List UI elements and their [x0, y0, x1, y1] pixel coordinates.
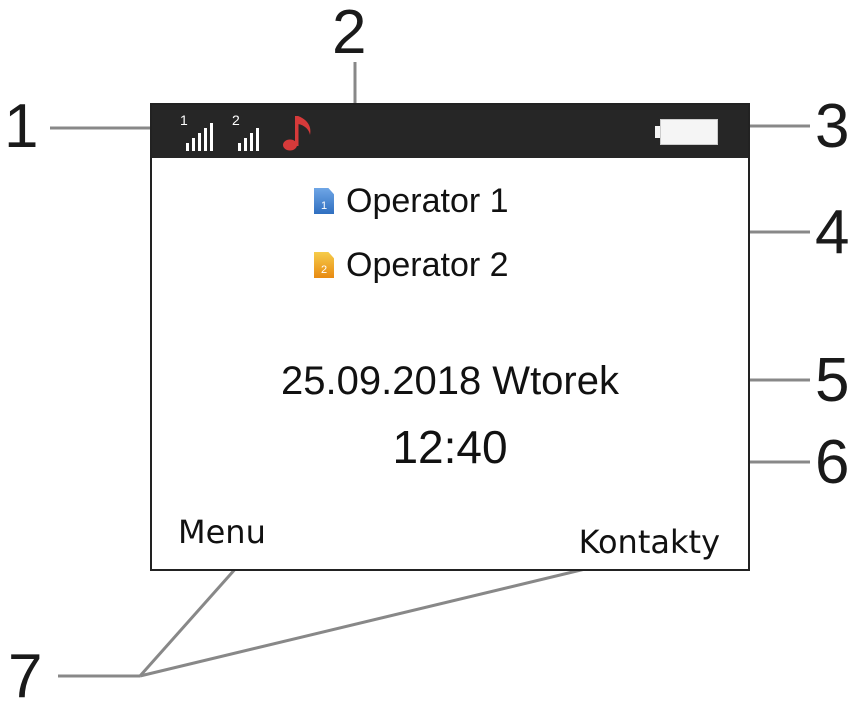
sim1-signal-icon: 1 [180, 113, 224, 151]
battery-icon [660, 119, 718, 145]
softkey-contacts[interactable]: Kontakty [578, 523, 720, 561]
callout-number-3: 3 [815, 92, 850, 161]
operator-1-label: Operator 1 [346, 182, 509, 220]
sim1-signal-index: 1 [180, 112, 188, 128]
callout-number-6: 6 [815, 428, 850, 497]
status-bar: 1 2 [152, 105, 748, 158]
callout-number-5: 5 [815, 346, 850, 415]
callout-number-4: 4 [815, 198, 850, 267]
callout-number-1: 1 [4, 92, 39, 161]
callout-number-2: 2 [332, 0, 367, 67]
phone-screen: 1 2 1 Oper [150, 103, 750, 571]
sim1-card-icon: 1 [314, 188, 334, 214]
date-weekday: 25.09.2018 Wtorek [281, 359, 619, 403]
sim2-signal-index: 2 [232, 112, 240, 128]
softkey-menu[interactable]: Menu [178, 513, 266, 551]
music-note-icon [283, 116, 311, 151]
clock-time: 12:40 [392, 421, 508, 473]
sim2-card-icon: 2 [314, 252, 334, 278]
operator-row-2: 2 Operator 2 [314, 245, 509, 285]
leader-line-7a [138, 557, 247, 677]
operator-row-1: 1 Operator 1 [314, 181, 509, 221]
leader-line-7b [139, 561, 611, 678]
sim1-card-number: 1 [320, 200, 328, 212]
operator-2-label: Operator 2 [346, 246, 509, 284]
callout-number-7: 7 [8, 642, 43, 711]
sim2-signal-icon: 2 [232, 113, 276, 151]
battery-terminal [655, 126, 660, 138]
sim2-card-number: 2 [320, 264, 328, 276]
